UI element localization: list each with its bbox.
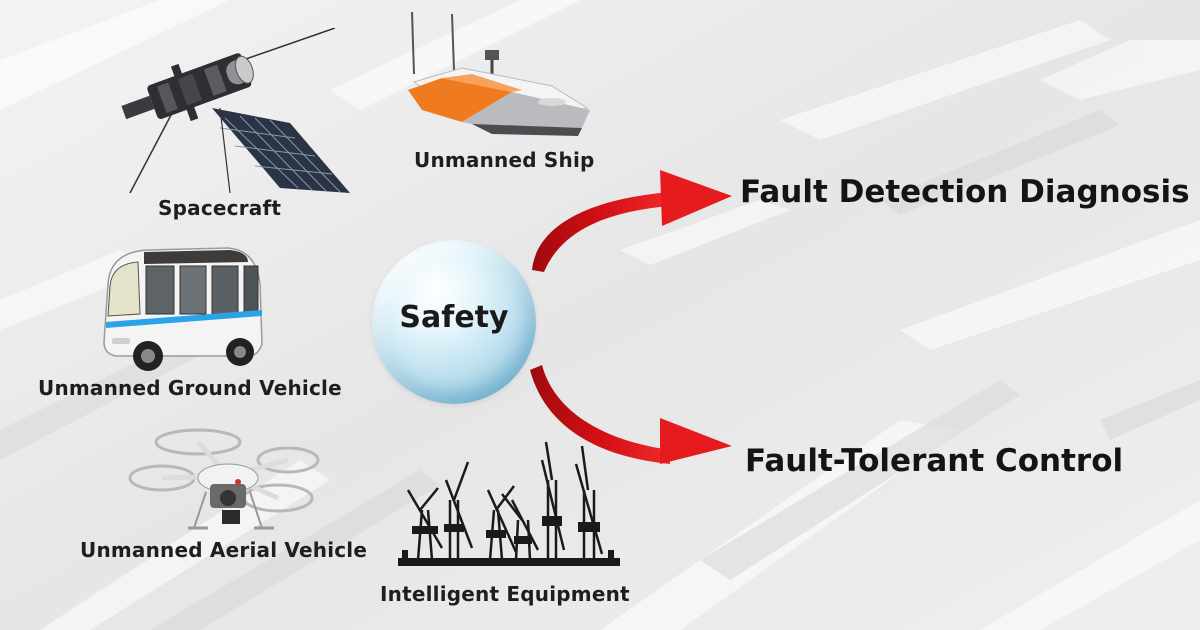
arrow-to-detection-icon [532,170,732,272]
fault-tolerant-label: Fault-Tolerant Control [745,443,1124,479]
ship-label: Unmanned Ship [414,148,595,172]
satellite-icon [121,28,350,194]
equipment-label: Intelligent Equipment [380,582,630,606]
safety-bubble: Safety [372,240,536,404]
cranes-icon [398,441,620,566]
aerial-vehicle-label: Unmanned Aerial Vehicle [80,538,368,562]
arrows [530,170,732,464]
ground-vehicle-label: Unmanned Ground Vehicle [38,376,342,400]
arrow-to-tolerance-icon [530,365,732,464]
safety-label: Safety [399,300,509,335]
boat-icon [408,12,590,136]
bus-icon [103,247,263,371]
spacecraft-label: Spacecraft [158,196,282,220]
drone-icon [128,428,320,530]
fault-detection-label: Fault Detection Diagnosis [740,174,1190,210]
